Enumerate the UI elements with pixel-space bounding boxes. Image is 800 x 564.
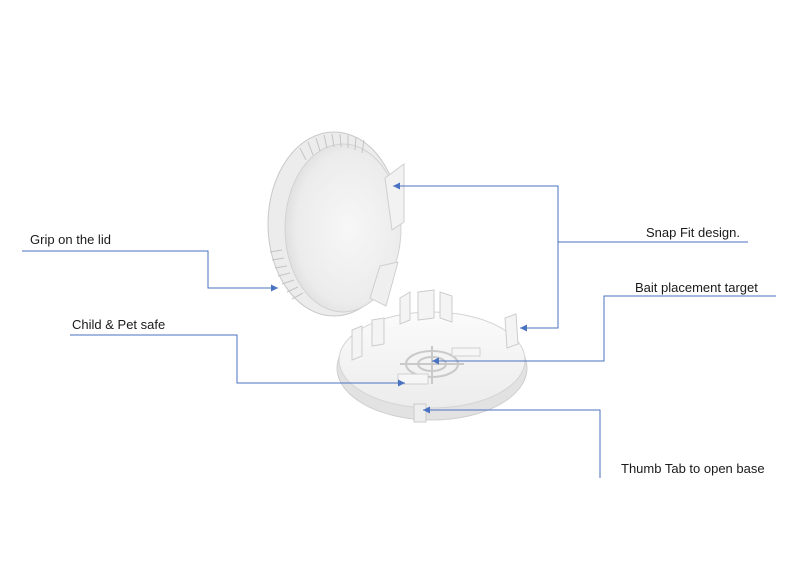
lid-inner-face	[284, 143, 402, 313]
callout-snap-fit: Snap Fit design.	[646, 225, 740, 240]
base-inner-supports	[397, 347, 481, 385]
leader-snap-fit-lid	[393, 185, 748, 243]
arrow-snap-base	[520, 324, 527, 332]
leader-child-pet	[70, 334, 405, 384]
arrow-thumb	[423, 406, 430, 414]
thumb-tab	[413, 403, 427, 423]
callout-thumb-tab: Thumb Tab to open base	[621, 461, 765, 476]
leader-grip	[22, 250, 278, 289]
bait-target	[400, 346, 464, 384]
callout-bait-target: Bait placement target	[635, 280, 758, 295]
arrow-snap-lid	[393, 182, 400, 190]
leader-snap-fit-base	[520, 242, 559, 329]
arrow-grip	[271, 284, 278, 292]
leader-bait-target	[432, 295, 776, 362]
lid-grip-ridges-side	[269, 249, 304, 300]
leader-arrowheads	[271, 182, 527, 414]
lid-grip-ridges-top	[299, 133, 365, 161]
leader-thumb-tab	[423, 409, 601, 478]
leader-lines	[22, 185, 776, 478]
arrow-child-pet	[398, 379, 405, 387]
callout-child-pet: Child & Pet safe	[72, 317, 166, 332]
lid	[267, 131, 405, 317]
base	[336, 289, 528, 423]
lid-tab-upper	[384, 163, 405, 231]
base-snap-posts	[351, 289, 519, 361]
callout-grip: Grip on the lid	[30, 232, 111, 247]
lid-tab-lower	[369, 261, 399, 307]
arrow-bait	[432, 357, 439, 365]
